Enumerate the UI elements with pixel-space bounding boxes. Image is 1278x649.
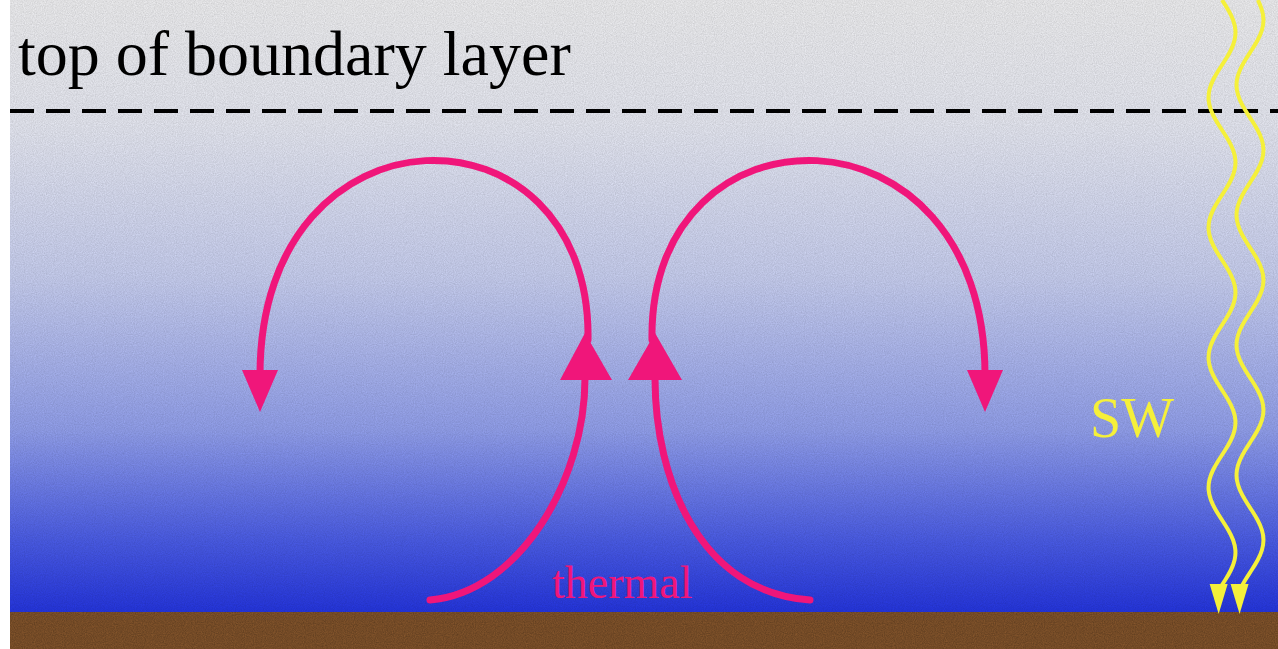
thermal-arrows <box>260 160 985 600</box>
radiation-label: SW <box>1090 390 1174 446</box>
arrowhead <box>1210 584 1228 614</box>
ground <box>10 612 1278 649</box>
thermal-loop-right <box>652 160 985 375</box>
shortwave-ray <box>1237 0 1264 590</box>
arrowhead <box>628 333 682 380</box>
arrowhead <box>1231 584 1249 614</box>
boundary-line <box>10 109 1278 113</box>
thermal-loop-left <box>260 160 588 375</box>
shortwave-ray <box>1209 0 1236 590</box>
arrowhead <box>967 370 1003 412</box>
arrowhead <box>560 333 612 380</box>
arrowhead <box>242 370 278 412</box>
boundary-layer-label: top of boundary layer <box>18 22 571 86</box>
air-gradient <box>10 0 1278 614</box>
air-grain <box>10 0 1278 614</box>
thermal-label: thermal <box>552 560 693 606</box>
ground-texture <box>10 612 1278 649</box>
thermal-heads <box>242 333 1003 412</box>
shortwave-rays <box>1209 0 1264 614</box>
